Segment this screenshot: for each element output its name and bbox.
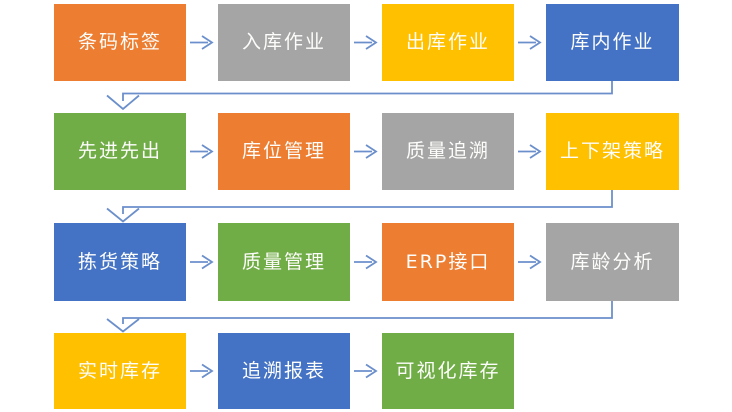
flow-box-label: 追溯报表 [241,359,326,382]
flow-box-label: 质量追溯 [405,140,490,162]
arrow-right-icon [518,254,542,270]
flow-box-location-mgmt: 库位管理 [218,113,350,190]
flow-box-realtime-inventory: 实时库存 [54,333,186,409]
flow-box-outbound: 出库作业 [382,4,514,81]
flow-box-barcode-label: 条码标签 [54,4,186,81]
arrow-right-icon [354,35,378,50]
flow-box-quality-mgmt: 质量管理 [218,223,350,301]
arrow-right-icon [354,254,378,270]
arrow-right-icon [518,144,542,159]
row-wrap-connector-arrow [106,81,613,111]
flow-box-label: 库龄分析 [570,250,655,273]
flow-box-label: 条码标签 [77,31,162,53]
flow-box-slotting-policy: 上下架策略 [546,113,679,190]
flow-box-aging-analysis: 库龄分析 [546,223,679,301]
flow-box-quality-trace: 质量追溯 [382,113,514,190]
flow-box-label: 出库作业 [405,31,490,53]
flow-box-label: 可视化库存 [395,359,501,382]
arrow-right-icon [354,144,378,159]
row-wrap-connector-arrow [106,190,613,223]
arrow-right-icon [354,363,378,379]
arrow-right-icon [190,254,214,270]
flow-box-trace-report: 追溯报表 [218,333,350,409]
row-wrap-connector-arrow [106,301,613,333]
flow-box-label: ERP接口 [405,250,491,273]
arrow-right-icon [190,144,214,159]
flow-box-label: 上下架策略 [559,140,665,162]
flow-box-label: 先进先出 [77,140,162,162]
flow-box-in-warehouse: 库内作业 [546,4,679,81]
flow-box-fifo: 先进先出 [54,113,186,190]
arrow-right-icon [190,35,214,50]
arrow-right-icon [518,35,542,50]
flow-box-inbound: 入库作业 [218,4,350,81]
flow-box-label: 入库作业 [241,31,326,53]
flow-box-label: 质量管理 [241,250,326,273]
arrow-right-icon [190,363,214,379]
flow-box-erp-interface: ERP接口 [382,223,514,301]
flow-box-label: 实时库存 [77,359,162,382]
flow-box-label: 库内作业 [570,31,655,53]
flow-box-label: 库位管理 [241,140,326,162]
flow-box-visual-inventory: 可视化库存 [382,333,514,409]
flow-box-label: 拣货策略 [77,250,162,273]
flow-box-picking-policy: 拣货策略 [54,223,186,301]
